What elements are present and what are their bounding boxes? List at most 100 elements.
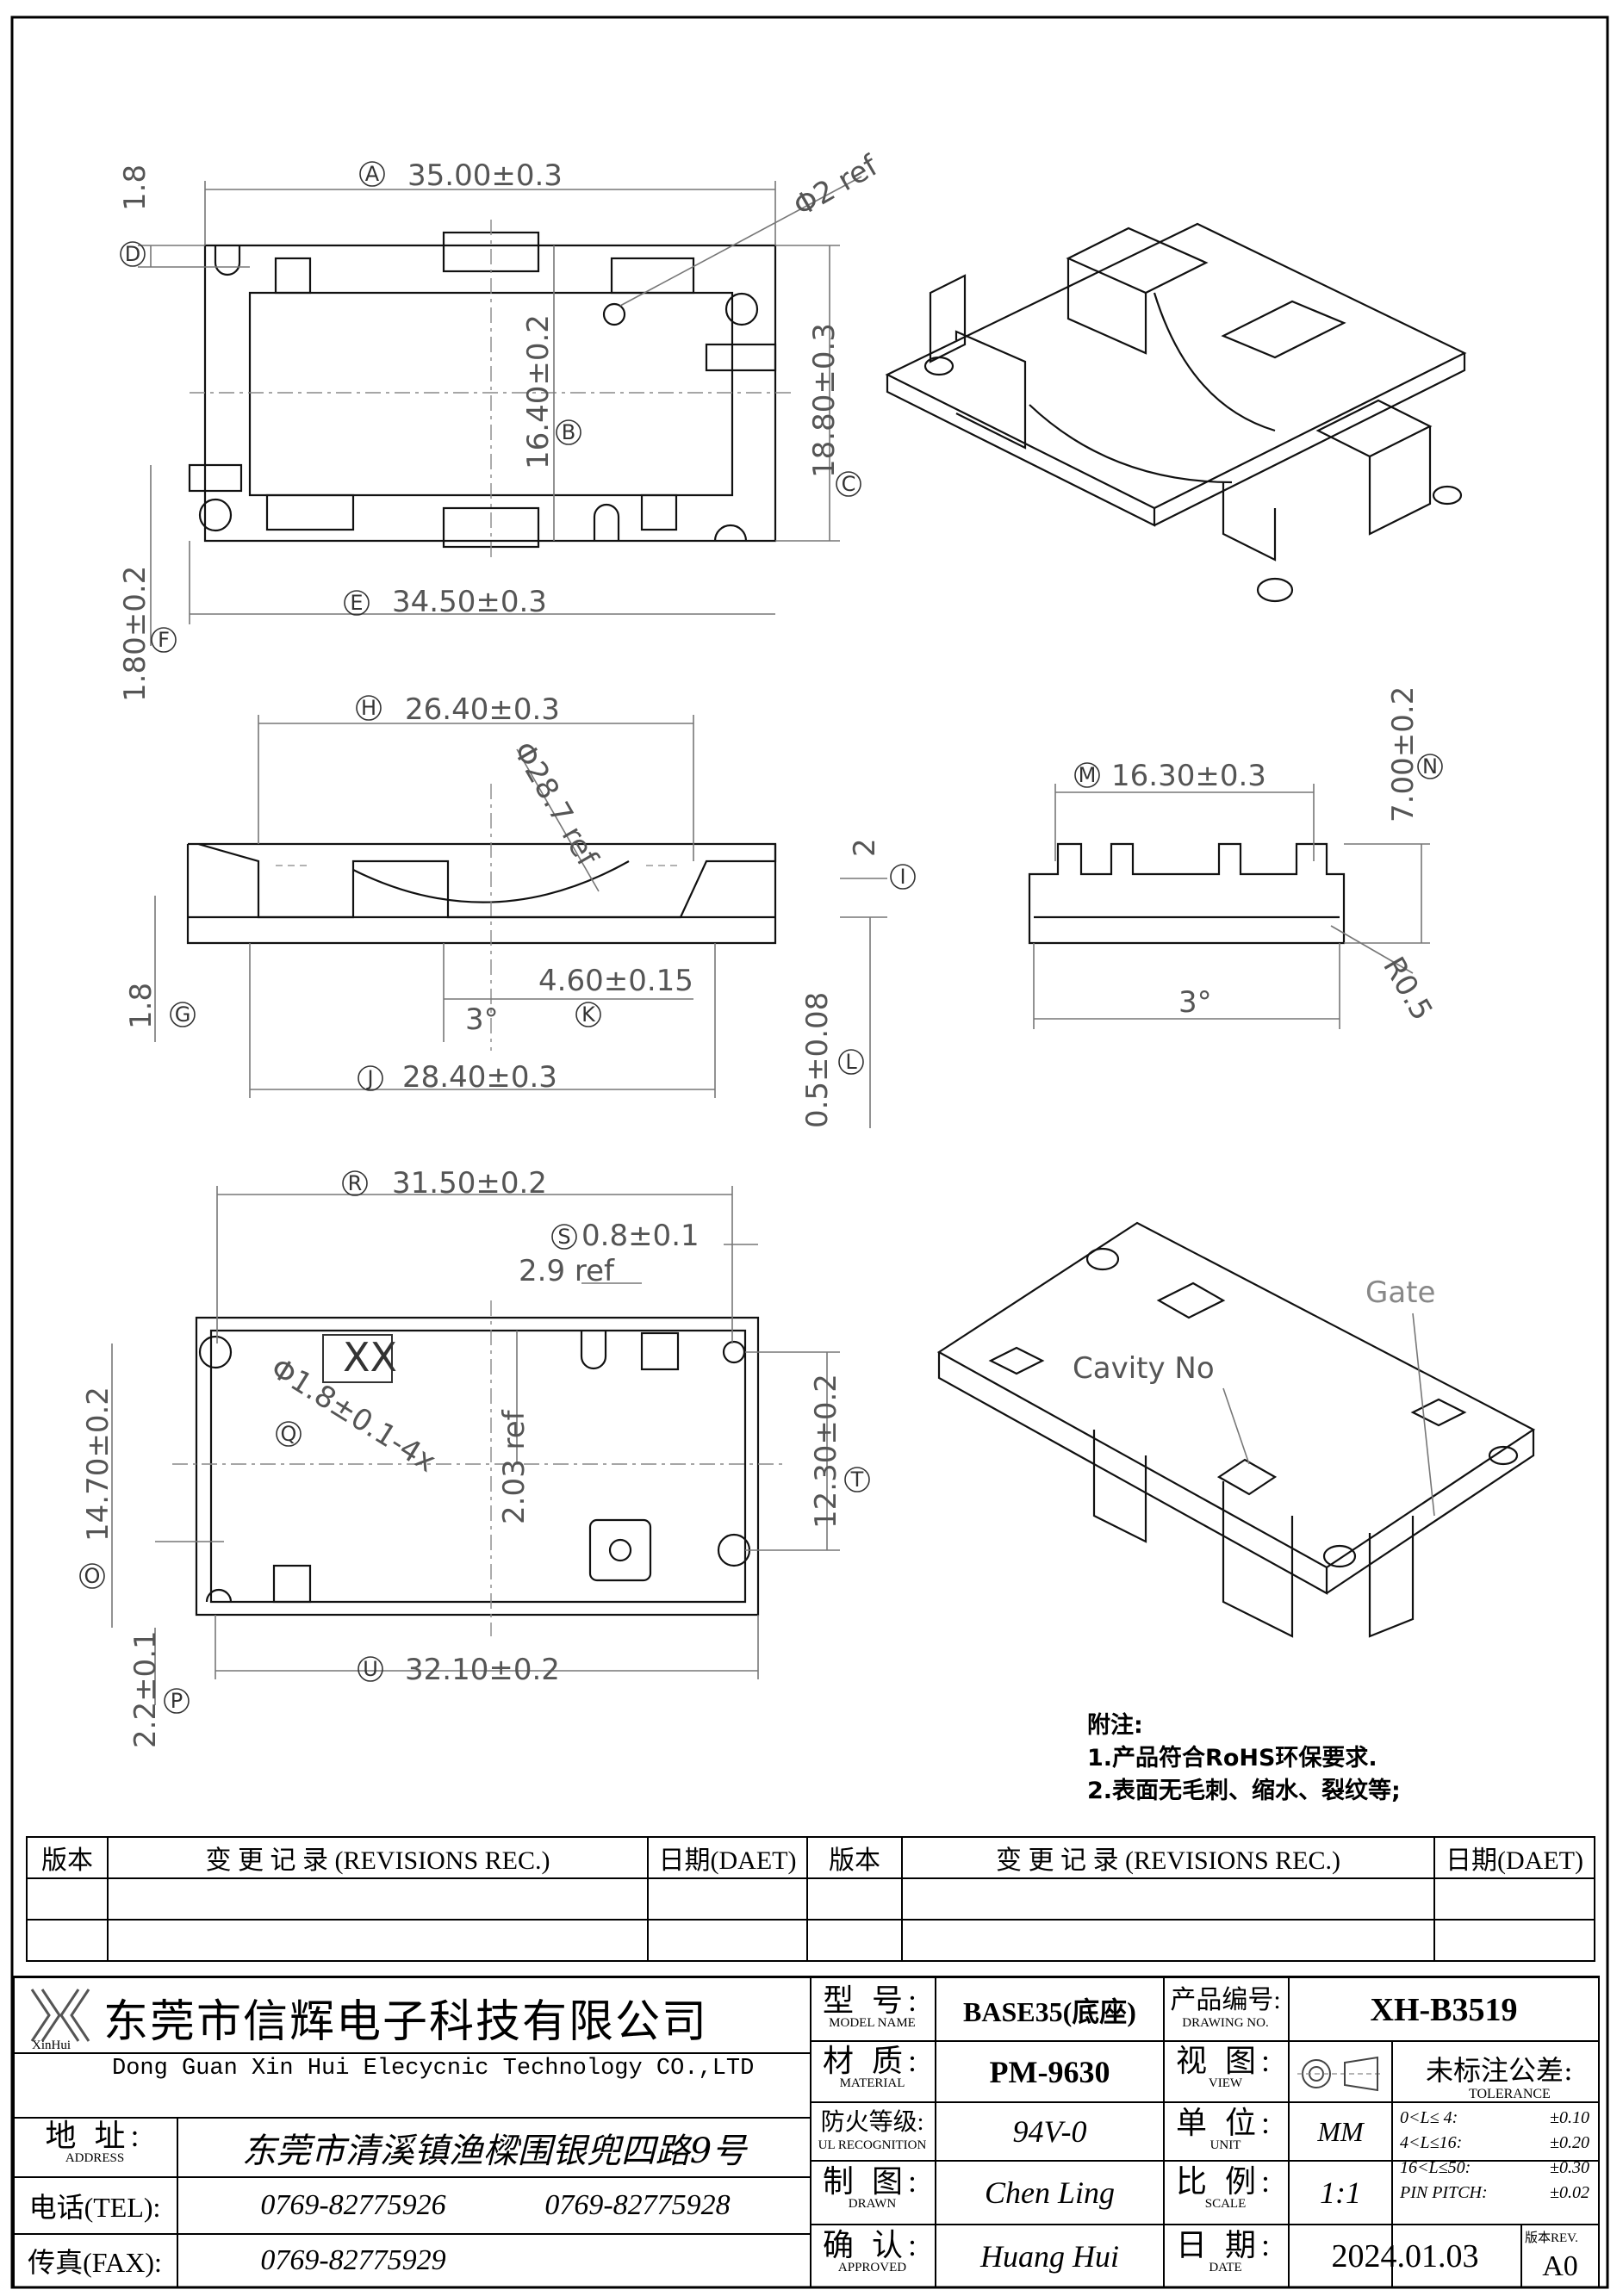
dim-o: 14.70±0.2 (81, 1387, 115, 1542)
date-label-en: DATE (1209, 2261, 1242, 2274)
tolerance-range: PIN PITCH: (1400, 2183, 1488, 2202)
rev-header-record: 变 更 记 录 (REVISIONS REC.) (107, 1836, 649, 1879)
address-label-en: ADDRESS (65, 2151, 125, 2165)
dim-j: 28.40±0.3 (402, 1060, 557, 1095)
tag-i: I (899, 865, 905, 889)
drawn-value: Chen Ling (984, 2175, 1115, 2210)
dim-f: 1.80±0.2 (118, 566, 152, 702)
tag-l: L (845, 1050, 857, 1074)
dim-m: 16.30±0.3 (1111, 759, 1266, 793)
dim-g: 1.8 (124, 983, 159, 1029)
dim-phi287: Φ28.7 ref (506, 736, 605, 873)
notes-line-1: 1.产品符合RoHS环保要求. (1087, 1745, 1377, 1772)
label-gate: Gate (1365, 1275, 1435, 1310)
dim-h: 26.40±0.3 (405, 692, 560, 727)
notes-line-2: 2.表面无毛刺、缩水、裂纹等; (1087, 1778, 1401, 1804)
address-value: 东莞市清溪镇渔樑围银兜四路9号 (241, 2131, 747, 2171)
tag-q: Q (281, 1422, 297, 1446)
scale-label: 比 例: (1175, 2164, 1275, 2199)
dim-k: 4.60±0.15 (538, 964, 693, 998)
dim-p: 2.2±0.1 (128, 1630, 163, 1748)
material-value: PM-9630 (989, 2054, 1110, 2089)
rev-header-date-2: 日期(DAET) (1433, 1836, 1595, 1879)
material-label: 材 质: (822, 2044, 922, 2078)
dim-u: 32.10±0.2 (405, 1653, 560, 1687)
rev-header-date: 日期(DAET) (647, 1836, 808, 1879)
dim-r05: R0.5 (1376, 952, 1439, 1027)
notes: 附注: 1.产品符合RoHS环保要求. 2.表面无毛刺、缩水、裂纹等; (1087, 1710, 1401, 1808)
dim-i: 2 (848, 838, 882, 857)
tolerance-row: 0<L≤ 4: ±0.10 (1400, 2106, 1598, 2131)
tag-o: O (84, 1564, 101, 1588)
drawing-no-label: 产品编号: (1170, 1986, 1281, 2014)
address-label: 地 址: (45, 2119, 145, 2153)
tag-e: E (350, 591, 363, 615)
rev-header-version: 版本 (26, 1836, 109, 1879)
tolerance-row: PIN PITCH: ±0.02 (1400, 2181, 1598, 2206)
tolerance-row: 16<L≤50:±0.30 (1400, 2156, 1598, 2181)
model-label: 型 号: (822, 1983, 922, 2018)
dim-angle1: 3° (465, 1002, 499, 1037)
tolerance-row: 4<L≤16:±0.20 (1400, 2131, 1598, 2156)
tolerance-range: 0<L≤ 4: (1400, 2108, 1458, 2127)
scale-label-en: SCALE (1204, 2197, 1247, 2211)
rev-header-record-2: 变 更 记 录 (REVISIONS REC.) (901, 1836, 1435, 1879)
material-label-en: MATERIAL (839, 2076, 905, 2090)
ul-label-en: UL RECOGNITION (818, 2138, 927, 2152)
tag-c: C (842, 472, 856, 496)
tolerance-value: ±0.10 (1550, 2108, 1589, 2127)
side-view (1028, 784, 1430, 1029)
fax-label: 传真(FAX): (28, 2247, 162, 2278)
isometric-view-top (885, 222, 1467, 603)
top-view (138, 176, 862, 646)
rev-header-version-2: 版本 (806, 1836, 903, 1879)
revision-row (26, 1919, 1595, 1962)
fax-value: 0769-82775929 (260, 2244, 446, 2276)
tag-s: S (557, 1225, 570, 1249)
dim-b: 16.40±0.2 (521, 314, 556, 469)
dim-ref29: 2.9 ref (519, 1254, 615, 1288)
date-value: 2024.01.03 (1331, 2237, 1479, 2274)
dim-n: 7.00±0.2 (1386, 686, 1421, 822)
isometric-view-bottom (936, 1221, 1536, 1638)
revision-label: 版本REV. (1525, 2231, 1578, 2245)
dim-s: 0.8±0.1 (581, 1219, 700, 1253)
scale-value: 1:1 (1320, 2175, 1361, 2210)
tag-m: M (1079, 763, 1097, 787)
tolerance-value: ±0.30 (1550, 2158, 1589, 2177)
tolerance-value: ±0.02 (1550, 2183, 1589, 2202)
cavity-mark-text: XX (343, 1334, 397, 1381)
company-name-en: Dong Guan Xin Hui Elecycnic Technology C… (112, 2056, 755, 2082)
tag-h: H (361, 696, 376, 720)
revision-row (26, 1877, 1595, 1921)
tag-n: N (1422, 754, 1438, 779)
tolerance-range: 4<L≤16: (1400, 2133, 1463, 2152)
tag-g: G (175, 1002, 191, 1027)
company-name-cn: 东莞市信辉电子科技有限公司 (103, 1996, 709, 2048)
tel-label: 电话(TEL): (28, 2192, 161, 2223)
dim-t: 12.30±0.2 (809, 1374, 843, 1529)
tag-j: J (365, 1066, 373, 1090)
dim-a: 35.00±0.3 (407, 158, 563, 193)
dim-ref203: 2.03 ref (497, 1409, 532, 1524)
drawn-label-en: DRAWN (848, 2197, 897, 2211)
ul-value: 94V-0 (1012, 2114, 1087, 2149)
approved-value: Huang Hui (980, 2238, 1119, 2274)
dim-l: 0.5±0.08 (800, 992, 835, 1128)
view-label: 视 图: (1175, 2044, 1275, 2078)
logo-text: XinHui (32, 2038, 71, 2052)
tag-r: R (348, 1171, 363, 1195)
tag-k: K (581, 1002, 596, 1027)
tel-2: 0769-82775928 (544, 2189, 731, 2221)
tag-f: F (158, 628, 170, 652)
tag-a: A (365, 162, 380, 186)
model-value: BASE35(底座) (963, 1996, 1136, 2027)
unit-label-en: UNIT (1209, 2138, 1241, 2152)
unit-label: 单 位: (1175, 2106, 1275, 2140)
unit-value: MM (1317, 2115, 1364, 2147)
revision-value: A0 (1542, 2250, 1578, 2282)
dim-angle2: 3° (1178, 985, 1212, 1020)
tolerance-title: 未标注公差: (1426, 2054, 1573, 2087)
